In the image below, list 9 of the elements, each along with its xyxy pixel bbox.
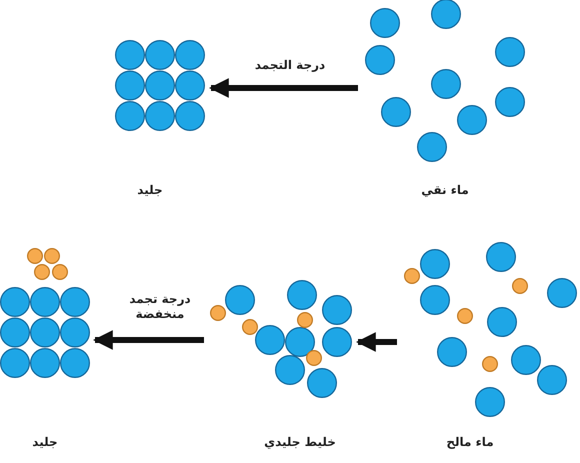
node-label: ماء نقي xyxy=(421,183,469,197)
node-label: جليد xyxy=(137,183,163,197)
node-label: ماء مالح xyxy=(446,435,494,449)
arrow xyxy=(93,330,204,350)
arrow xyxy=(209,78,358,98)
node-label: جليد xyxy=(32,435,58,449)
arrow xyxy=(356,332,397,352)
node-label: خليط جليدي xyxy=(264,435,336,449)
edge-label: درجة التجمد xyxy=(254,58,326,73)
